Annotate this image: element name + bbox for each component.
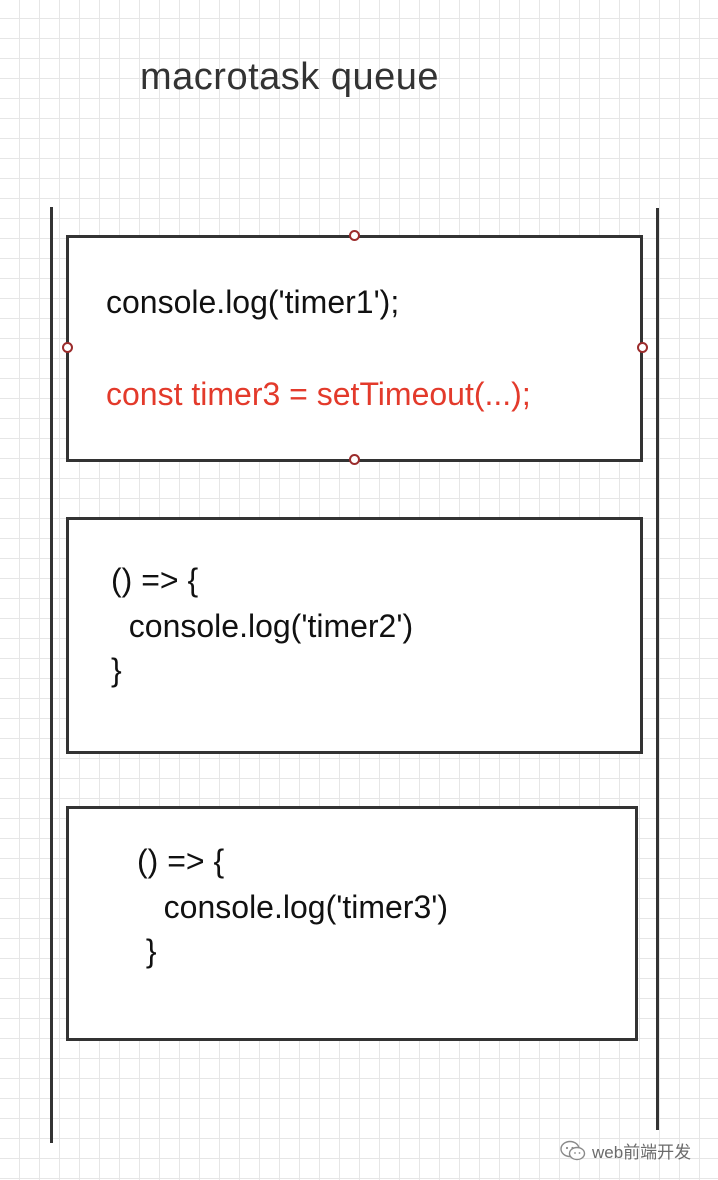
task-3-line-3: } — [137, 933, 157, 969]
resize-handle-left[interactable] — [62, 342, 73, 353]
task-2-line-2: console.log('timer2') — [111, 608, 414, 644]
watermark: web前端开发 — [560, 1138, 691, 1163]
task-2-line-1: () => { — [111, 562, 199, 598]
task-2-line-3: } — [111, 652, 122, 688]
resize-handle-bottom[interactable] — [349, 454, 360, 465]
task-1-line-1: console.log('timer1'); — [106, 284, 400, 320]
task-1-line-2: const timer3 = setTimeout(...); — [106, 376, 531, 412]
resize-handle-right[interactable] — [637, 342, 648, 353]
task-box-2[interactable]: () => { console.log('timer2') } — [66, 517, 643, 754]
watermark-text: web前端开发 — [592, 1143, 692, 1162]
queue-title: macrotask queue — [140, 56, 439, 98]
task-3-line-1: () => { — [137, 843, 225, 879]
wechat-icon — [560, 1140, 586, 1160]
queue-left-rail — [50, 207, 53, 1143]
task-box-3[interactable]: () => { console.log('timer3') } — [66, 806, 638, 1041]
task-3-line-2: console.log('timer3') — [137, 889, 448, 925]
resize-handle-top[interactable] — [349, 230, 360, 241]
queue-right-rail — [656, 208, 659, 1130]
task-box-1[interactable]: console.log('timer1'); const timer3 = se… — [66, 235, 643, 462]
